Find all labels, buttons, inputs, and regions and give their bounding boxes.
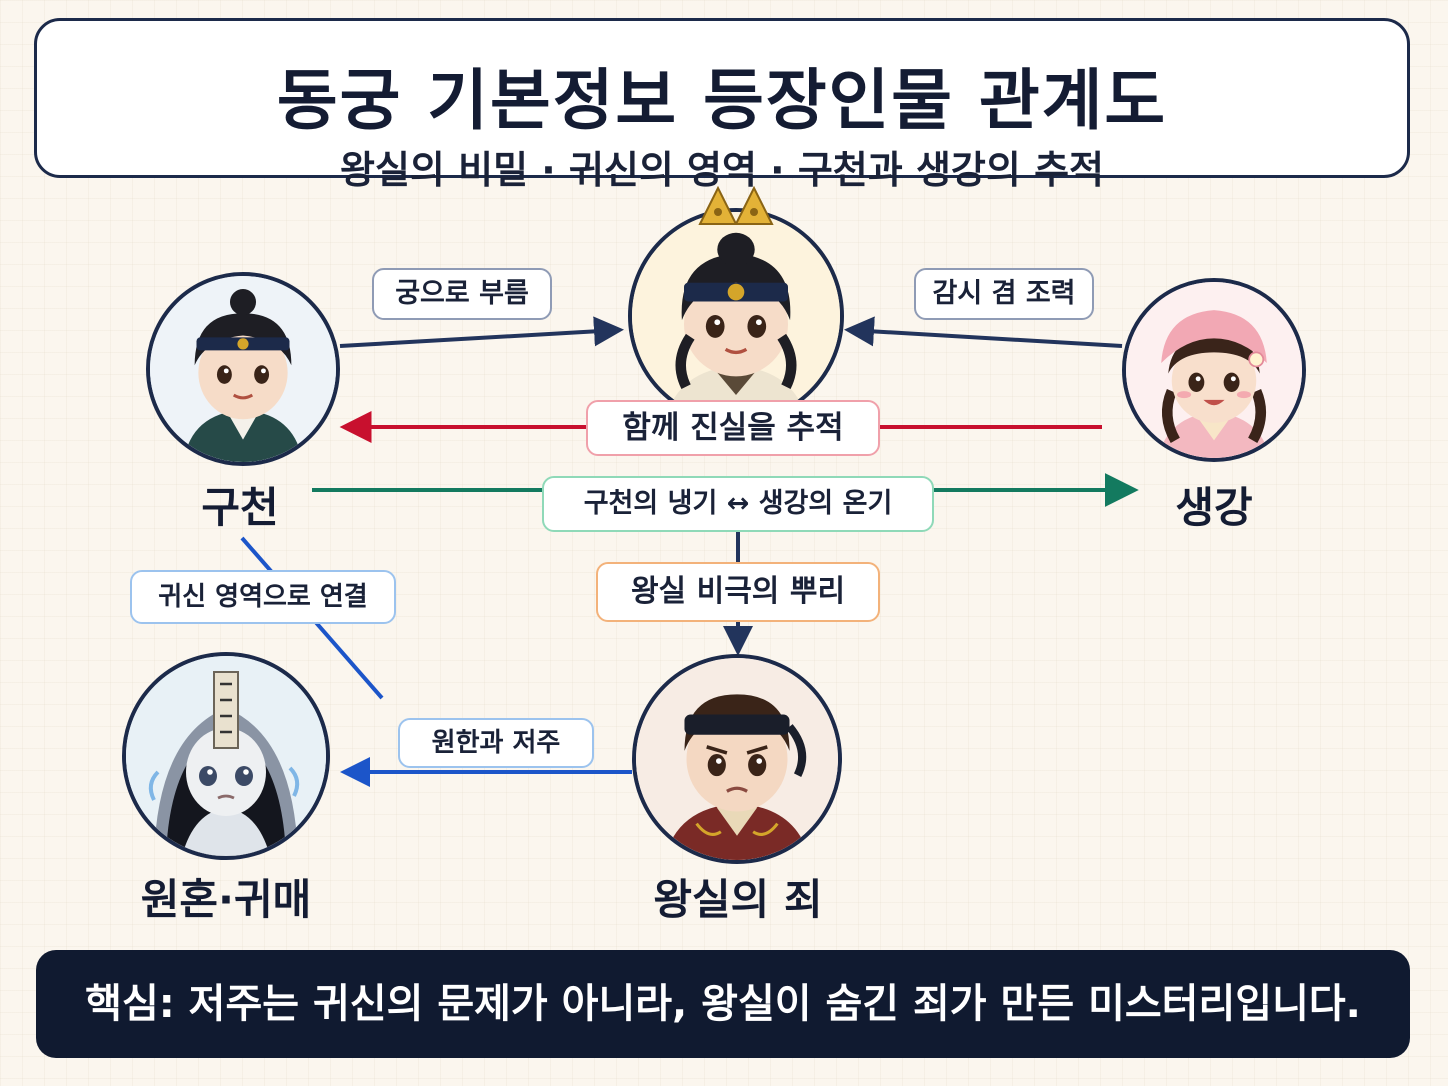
name-saenggang: 생강: [1175, 483, 1253, 532]
boy-headband-avatar-icon: [150, 276, 336, 462]
label-ghost-link: 귀신 영역으로 연결: [130, 570, 396, 624]
label-cold-warm: 구천의 냉기 ↔ 생강의 온기: [542, 476, 934, 532]
name-royal-sin: 왕실의 죄: [653, 875, 823, 924]
portrait-royal-sin: [632, 654, 842, 864]
page-subtitle: 왕실의 비밀 · 귀신의 영역 · 구천과 생강의 추적: [340, 148, 1104, 192]
crown-ornament-icon: [698, 186, 774, 225]
label-chase-truth: 함께 진실을 추적: [586, 400, 880, 456]
key-message: 핵심: 저주는 귀신의 문제가 아니라, 왕실이 숨긴 죄가 만든 미스터리입니…: [85, 981, 1361, 1027]
edge-call-to-palace: [339, 316, 624, 348]
label-grudge-curse: 원한과 저주: [398, 718, 594, 768]
key-message-banner: 핵심: 저주는 귀신의 문제가 아니라, 왕실이 숨긴 죄가 만든 미스터리입니…: [36, 950, 1410, 1058]
label-watch-and-help: 감시 겸 조력: [914, 268, 1094, 320]
name-gucheon: 구천: [201, 483, 279, 532]
label-call-to-palace: 궁으로 부름: [372, 268, 552, 320]
crown-prince-avatar-icon: [632, 212, 840, 420]
edge-watch-and-help: [844, 316, 1123, 348]
label-root-tragedy: 왕실 비극의 뿌리: [596, 562, 880, 622]
portrait-wonhon: [122, 652, 330, 860]
portrait-crown-prince: [628, 208, 844, 424]
worried-boy-avatar-icon: [636, 658, 838, 860]
portrait-saenggang: [1122, 278, 1306, 462]
ghost-girl-avatar-icon: [126, 656, 326, 856]
name-wonhon: 원혼·귀매: [140, 875, 312, 924]
title-banner: 동궁 기본정보 등장인물 관계도 왕실의 비밀 · 귀신의 영역 · 구천과 생…: [34, 18, 1410, 192]
girl-kerchief-avatar-icon: [1126, 282, 1302, 458]
portrait-gucheon: [146, 272, 340, 466]
page-title: 동궁 기본정보 등장인물 관계도: [276, 62, 1168, 139]
